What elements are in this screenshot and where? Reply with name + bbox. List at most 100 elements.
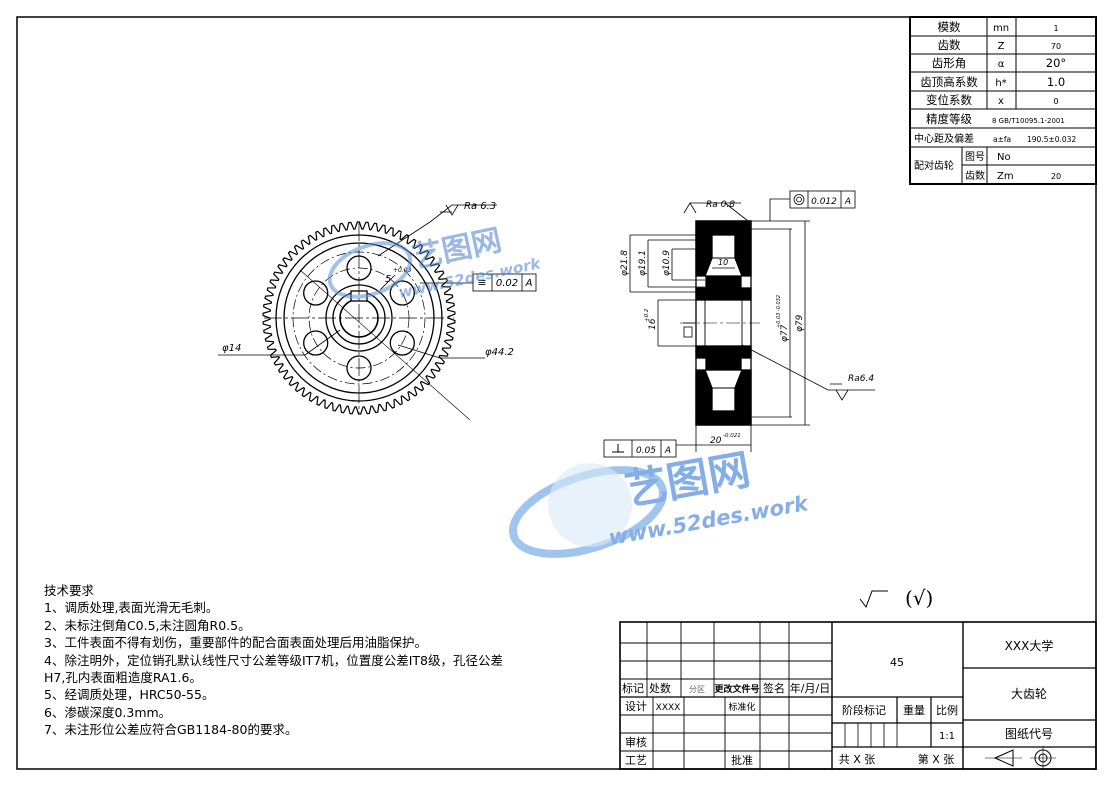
- param-val-pressure-angle: 20°: [1046, 56, 1066, 70]
- watermark-large: 艺图网 www.52des.work: [508, 445, 812, 558]
- param-label-addendum: 齿顶高系数: [920, 75, 978, 89]
- dim-bore: 16: [648, 318, 658, 330]
- symmetry-symbol: ≡: [477, 276, 486, 289]
- symmetry-tol-value: 0.02: [496, 278, 518, 289]
- param-label-pressure-angle: 齿形角: [932, 56, 967, 70]
- key-dim: 5: [385, 274, 391, 285]
- projection-symbol-icon: [985, 746, 1056, 770]
- dim-web-width: 10: [718, 258, 728, 267]
- runout-frame: [789, 190, 856, 209]
- tech-req-item-4: 4、除注明外，定位销孔默认线性尺寸公差等级IT7机，位置度公差IT8级，孔径公差: [44, 652, 504, 668]
- dim-d3: φ10.9: [662, 250, 672, 276]
- param-sym-shift: x: [998, 96, 1004, 107]
- tb-review-label: 审核: [625, 735, 647, 749]
- hole-dim: φ14: [222, 343, 241, 354]
- pcd-dim-leader: [397, 344, 485, 359]
- param-sym-teeth: Z: [998, 41, 1005, 52]
- runout-ref: A: [844, 197, 851, 207]
- param-val-precision: 8 GB/T10095.1-2001: [992, 117, 1065, 125]
- dim-d2: φ19.1: [638, 250, 648, 276]
- dim-d4: φ77: [780, 324, 790, 342]
- ra-label-left: Ra 6.3: [464, 201, 496, 212]
- tb-material: 45: [890, 656, 904, 669]
- dim-bore-tol: +0.2: [644, 308, 650, 322]
- left-view-text: Ra 6.3 ≡ 0.02 A 5 +0.03 φ14 φ44.2: [222, 201, 533, 358]
- param-val-shift: 0: [1053, 97, 1058, 106]
- tech-req-item-7: 7、未注形位公差应符合GB1184-80的要求。: [44, 722, 298, 738]
- watermark-large-logo-icon: [508, 466, 668, 558]
- tb-standard-label: 标准化: [728, 701, 755, 713]
- ra-top-symbol: [683, 202, 741, 214]
- dim-d5: φ79: [795, 314, 805, 332]
- pcd-dim: φ44.2: [485, 347, 514, 358]
- param-val-center: 190.5±0.032: [1027, 135, 1076, 144]
- dim-width-tol: -0.021: [723, 433, 741, 439]
- ra-top-leader: [724, 202, 749, 222]
- param-label-mating-teeth: 齿数: [965, 169, 985, 182]
- tb-total-sheets: 共 X 张: [839, 753, 876, 766]
- tech-req-item-6: 6、渗碳深度0.3mm。: [44, 704, 172, 720]
- left-view-annotations: [218, 204, 537, 421]
- tb-header-fenqu: 分区: [689, 685, 705, 694]
- tech-req-item-4b: H7,孔内表面粗造度RA1.6。: [44, 670, 202, 686]
- param-sym-center: a±fa: [993, 135, 1011, 144]
- perp-ref: A: [664, 446, 671, 456]
- dim-d1: φ21.8: [620, 250, 630, 276]
- lightening-hole: [303, 330, 329, 356]
- param-label-module: 模数: [938, 20, 961, 34]
- tb-approve-label: 批准: [731, 753, 753, 767]
- dim-d4-tol: +0.03 -0.032: [776, 295, 782, 328]
- ra-leader-left: [377, 204, 497, 257]
- param-sym-mating-teeth: Zm: [997, 171, 1014, 182]
- tech-req-item-2: 2、未标注倒角C0.5,未注圆角R0.5。: [44, 617, 251, 633]
- tb-header-biaoji: 标记: [622, 681, 644, 695]
- ra-right-symbol: [830, 383, 849, 401]
- symmetry-tol-ref: A: [525, 278, 533, 289]
- tb-weight-label: 重量: [903, 703, 925, 717]
- title-block-text: 标记 处数 分区 更改文件号 签名 年/月/日 设计 XXXX 标准化 审核 工…: [622, 638, 1053, 767]
- section-hatching: [695, 220, 752, 426]
- dim-width: 20: [710, 436, 722, 446]
- perp-frame: [603, 439, 677, 458]
- technical-requirements: 技术要求 1、调质处理,表面光滑无毛刺。 2、未标注倒角C0.5,未注圆角R0.…: [44, 582, 503, 739]
- tb-process-label: 工艺: [625, 754, 647, 767]
- tb-part-name: 大齿轮: [1011, 687, 1047, 701]
- watermark-small-logo-icon: [327, 241, 413, 299]
- symmetry-tol-frame: [472, 273, 537, 292]
- param-val-mating-teeth: 20: [1051, 172, 1061, 181]
- param-val-module: 1: [1053, 24, 1058, 33]
- tb-scale-label: 比例: [936, 703, 958, 717]
- lightening-hole: [303, 280, 329, 306]
- tb-header-chushu: 处数: [649, 682, 671, 695]
- tb-drawing-no: 图纸代号: [1005, 727, 1053, 741]
- ra-right-label: Ra6.4: [848, 374, 874, 384]
- tb-scale-value: 1:1: [939, 731, 955, 742]
- param-label-precision: 精度等级: [926, 112, 972, 126]
- lightening-hole: [389, 330, 415, 356]
- tb-header-date: 年/月/日: [790, 681, 830, 695]
- tb-stage-label: 阶段标记: [842, 703, 886, 717]
- parameter-table-text: 模数 mn 1 齿数 Z 70 齿形角 α 20° 齿顶高系数 h* 1.0 变…: [914, 20, 1076, 182]
- param-sym-pressure-angle: α: [998, 59, 1005, 70]
- tb-university: XXX大学: [1005, 638, 1054, 653]
- runout-leader: [769, 198, 790, 221]
- param-sym-addendum: h*: [995, 78, 1006, 89]
- tb-sheet-no: 第 X 张: [918, 752, 955, 766]
- key-dim-tol: +0.03: [393, 267, 412, 274]
- parameter-table: [909, 16, 1097, 185]
- tb-header-qianming: 签名: [763, 681, 785, 695]
- gear-section-view: [680, 220, 760, 426]
- lightening-hole: [389, 280, 415, 306]
- param-val-mating-no: No: [997, 152, 1011, 163]
- roughness-check-icon: [859, 590, 888, 609]
- param-val-teeth: 70: [1051, 42, 1061, 51]
- ra-symbol-left: [445, 204, 459, 216]
- sheet-border: [16, 16, 1097, 770]
- ra-right-leader: [741, 344, 875, 391]
- param-label-shift: 变位系数: [926, 93, 972, 107]
- tech-req-item-5: 5、经调质处理，HRC50-55。: [44, 687, 215, 703]
- key-dim-leader: [379, 274, 396, 291]
- param-label-center: 中心距及偏差: [914, 132, 974, 145]
